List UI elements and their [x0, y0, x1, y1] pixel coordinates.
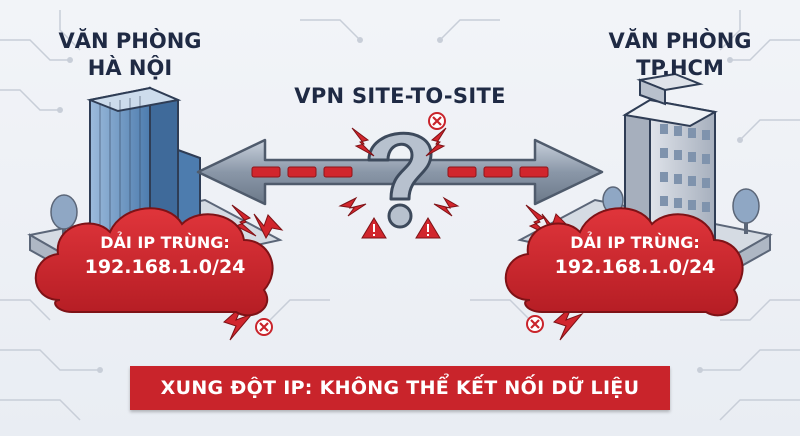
vpn-label: VPN SITE-TO-SITE [294, 84, 506, 108]
left-office-title: VĂN PHÒNG HÀ NỘI [40, 28, 220, 82]
right-office-title: VĂN PHÒNG TP.HCM [590, 28, 770, 82]
circuit-lines [0, 10, 800, 421]
conflict-banner: XUNG ĐỘT IP: KHÔNG THỂ KẾT NỐI DỮ LIỆU [130, 366, 670, 410]
right-office-title-line1: VĂN PHÒNG [608, 29, 752, 53]
left-office-title-line1: VĂN PHÒNG [58, 29, 202, 53]
right-cloud-line1: DẢI IP TRÙNG: [570, 233, 700, 252]
tree-icon [50, 194, 78, 238]
tree-icon [602, 186, 760, 234]
cloud-icon [504, 207, 744, 317]
left-cloud-line1: DẢI IP TRÙNG: [100, 233, 230, 252]
cloud-icon [34, 207, 274, 317]
left-cloud-label: DẢI IP TRÙNG: 192.168.1.0/24 [55, 233, 275, 278]
circuit-nodes [57, 37, 743, 373]
warning-triangle-icon [361, 217, 441, 239]
right-cloud-label: DẢI IP TRÙNG: 192.168.1.0/24 [525, 233, 745, 278]
right-cloud-line2: 192.168.1.0/24 [554, 256, 716, 278]
question-mark-icon [367, 131, 433, 229]
left-office-title-line2: HÀ NỘI [87, 56, 173, 80]
x-error-icon [255, 112, 544, 336]
left-cloud-line2: 192.168.1.0/24 [84, 256, 246, 278]
right-office-title-line2: TP.HCM [636, 56, 724, 80]
